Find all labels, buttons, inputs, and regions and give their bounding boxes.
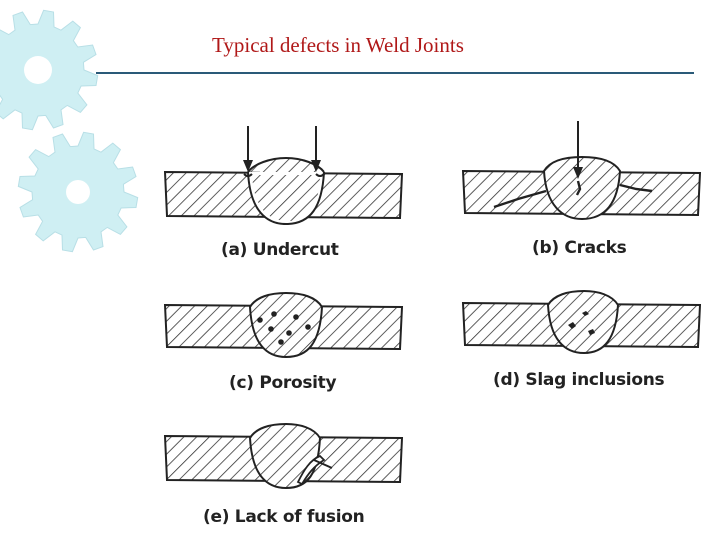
caption-undercut: (a) Undercut — [221, 240, 339, 260]
caption-lack-of-fusion: (e) Lack of fusion — [203, 507, 365, 527]
title-divider — [96, 72, 694, 74]
gear-icon — [17, 131, 139, 253]
panel-cracks — [460, 115, 705, 220]
panel-lack-of-fusion — [162, 420, 407, 500]
panel-undercut — [162, 120, 407, 225]
gear-icon — [0, 9, 99, 131]
page-title: Typical defects in Weld Joints — [212, 33, 464, 57]
panel-slag-inclusions — [460, 287, 705, 367]
caption-porosity: (c) Porosity — [229, 373, 337, 393]
panel-porosity — [162, 287, 407, 367]
caption-slag-inclusions: (d) Slag inclusions — [493, 370, 665, 390]
gear-decoration — [0, 9, 139, 253]
caption-cracks: (b) Cracks — [532, 238, 627, 258]
